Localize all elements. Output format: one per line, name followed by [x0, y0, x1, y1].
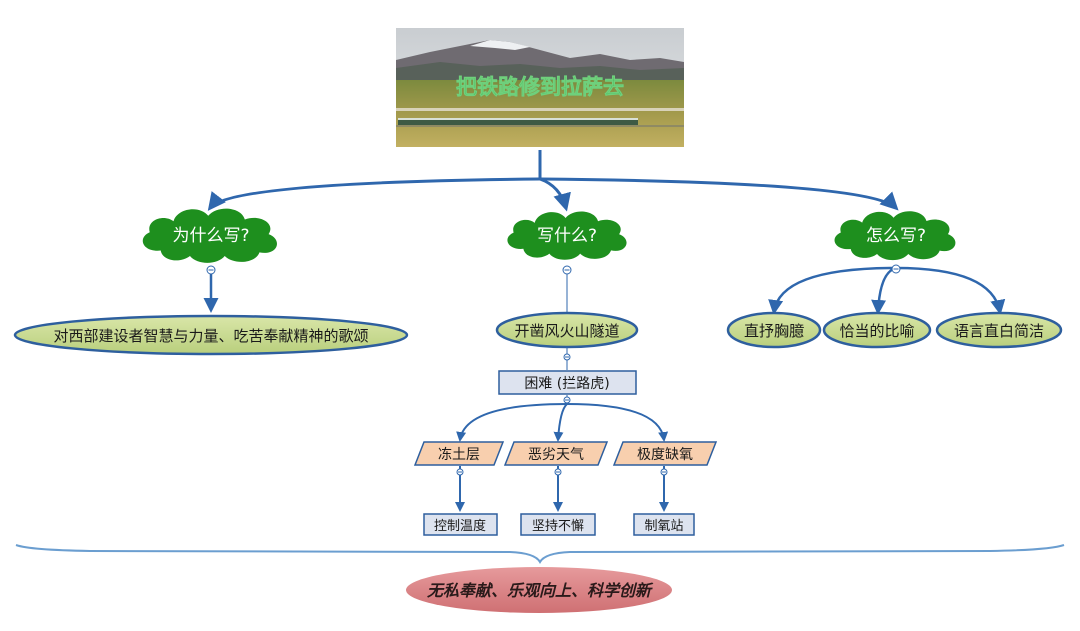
- collapse-markers-problems: [456, 468, 668, 476]
- answer-style-1: 直抒胸臆: [726, 311, 822, 349]
- summary: 无私奉献、乐观向上、科学创新: [406, 567, 672, 613]
- problem-3: 极度缺氧: [612, 441, 718, 466]
- solution-2: 坚持不懈: [520, 513, 596, 536]
- answer-theme-label: 对西部建设者智慧与力量、吃苦奉献精神的歌颂: [53, 327, 368, 345]
- collapse-marker-problem-3[interactable]: [660, 468, 668, 476]
- answer-style-1-label: 直抒胸臆: [744, 322, 804, 340]
- collapse-marker-event[interactable]: [563, 353, 571, 361]
- answer-event-label: 开凿风火山隧道: [514, 322, 619, 340]
- problem-1-label: 冻土层: [438, 446, 480, 463]
- question-what-label: 写什么?: [537, 226, 597, 246]
- question-how: 怎么写?: [834, 211, 956, 261]
- solution-2-label: 坚持不懈: [532, 518, 584, 534]
- difficulty-box: 困难 (拦路虎): [498, 370, 637, 395]
- question-what: 写什么?: [507, 211, 627, 260]
- answer-event: 开凿风火山隧道: [495, 311, 639, 349]
- question-why: 为什么写?: [142, 208, 277, 263]
- top-connectors: [207, 150, 899, 212]
- problem-3-label: 极度缺氧: [637, 447, 693, 463]
- collapse-marker-what[interactable]: [562, 265, 572, 275]
- page-title: 把铁路修到拉萨去: [456, 75, 624, 99]
- solution-1: 控制温度: [423, 513, 498, 536]
- answer-connectors: [203, 266, 1006, 315]
- problem-1: 冻土层: [413, 441, 505, 466]
- solution-1-label: 控制温度: [434, 518, 486, 534]
- collapse-marker-problem-2[interactable]: [554, 468, 562, 476]
- problem-2: 恶劣天气: [503, 441, 609, 466]
- answer-theme: 对西部建设者智慧与力量、吃苦奉献精神的歌颂: [13, 314, 409, 356]
- answer-style-3-label: 语言直白简洁: [954, 322, 1044, 340]
- collapse-marker-problem-1[interactable]: [456, 468, 464, 476]
- answer-style-3: 语言直白简洁: [935, 311, 1063, 349]
- problem-2-label: 恶劣天气: [528, 447, 584, 463]
- solution-3-label: 制氧站: [644, 519, 683, 534]
- solution-connectors: [455, 466, 669, 512]
- collapse-marker-how[interactable]: [891, 264, 901, 274]
- title-image: 把铁路修到拉萨去: [396, 28, 684, 147]
- question-why-label: 为什么写?: [172, 226, 249, 246]
- answer-style-2-label: 恰当的比喻: [839, 322, 914, 340]
- collapse-marker-why[interactable]: [206, 265, 216, 275]
- summary-label: 无私奉献、乐观向上、科学创新: [426, 581, 654, 600]
- answer-style-2: 恰当的比喻: [822, 311, 932, 349]
- difficulty-label: 困难 (拦路虎): [524, 376, 609, 392]
- collapse-marker-difficulty[interactable]: [563, 396, 571, 404]
- summary-brace: [15, 544, 1065, 565]
- question-how-label: 怎么写?: [866, 226, 926, 246]
- solution-3: 制氧站: [633, 513, 695, 536]
